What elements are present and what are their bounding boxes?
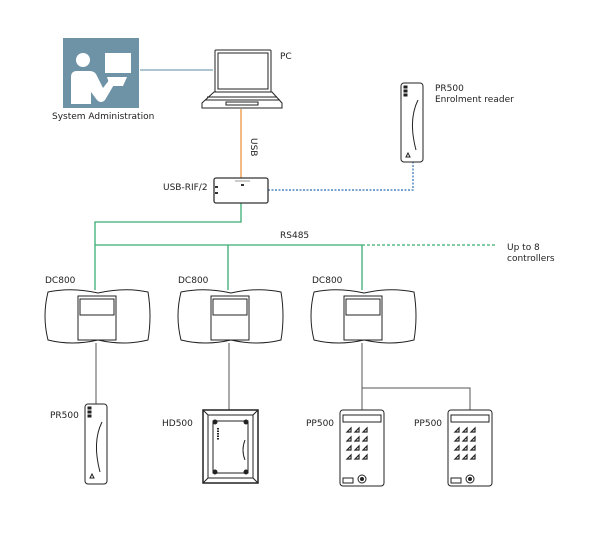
hd500-reader-icon — [202, 409, 259, 484]
controller-dc800-3 — [310, 289, 417, 344]
rs485-drop-1 — [94, 202, 242, 290]
label-enrolment-reader-model: PR500 — [435, 84, 464, 94]
label-pc: PC — [280, 52, 292, 62]
label-controller-3: DC800 — [312, 276, 343, 286]
pr500-reader-icon — [84, 403, 108, 485]
label-rs485: RS485 — [280, 231, 310, 241]
dc3-pp500-link-2 — [362, 387, 471, 410]
label-expansion-1: Up to 8 — [507, 243, 540, 253]
label-controller-1: DC800 — [45, 276, 76, 286]
label-enrolment-reader-desc: Enrolment reader — [435, 95, 514, 105]
enrolment-link — [268, 162, 414, 191]
controller-dc800-1 — [44, 289, 151, 344]
label-controller-2: DC800 — [178, 276, 209, 286]
pp500-keypad-icon-1 — [339, 409, 385, 487]
enrolment-reader-icon — [400, 82, 424, 163]
label-reader-pp500-2: PP500 — [414, 419, 443, 429]
pp500-keypad-icon-2 — [447, 409, 493, 487]
system-administration-icon — [63, 38, 139, 108]
label-system-administration: System Administration — [52, 112, 155, 122]
label-reader-hd500: HD500 — [162, 419, 193, 429]
label-usb-rif: USB-RIF/2 — [163, 183, 208, 193]
controller-dc800-2 — [177, 289, 284, 344]
usb-rif-device — [213, 177, 269, 204]
label-expansion-2: controllers — [507, 254, 555, 264]
laptop-icon — [201, 49, 283, 109]
label-usb: USB — [248, 138, 258, 157]
label-reader-pr500: PR500 — [50, 411, 79, 421]
label-reader-pp500-1: PP500 — [306, 419, 335, 429]
